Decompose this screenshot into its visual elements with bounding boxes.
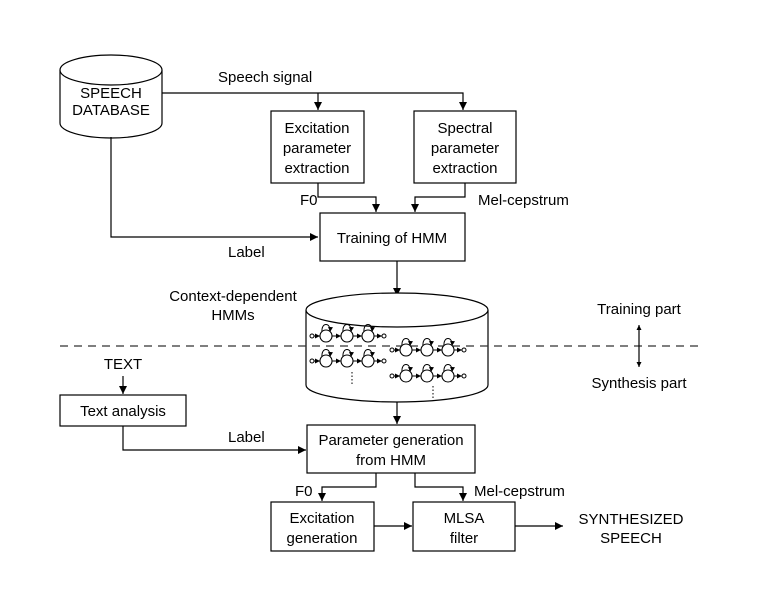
excitation-extraction-box: Excitation parameter extraction — [270, 110, 365, 184]
label-connector-top: Label — [110, 137, 318, 261]
excitation-generation-box: Excitation generation — [270, 501, 375, 552]
hmm-state — [361, 354, 375, 368]
speech-signal-label: Speech signal — [218, 69, 312, 86]
hmm-database-cylinder — [305, 292, 489, 403]
label-bottom: Label — [228, 429, 265, 446]
context-hmms-line1: Context-dependent — [169, 288, 297, 305]
hmm-chain — [309, 349, 387, 368]
mlsa-filter-box: MLSA filter — [412, 501, 516, 552]
hmm-self-loop — [401, 364, 413, 373]
hmm-state — [319, 354, 333, 368]
f0-label-top: F0 — [300, 192, 318, 209]
hmm-state-chains — [309, 324, 467, 383]
mlsa-filter-line1: MLSA — [444, 510, 485, 527]
hmm-self-loop — [422, 338, 434, 347]
text-analysis-label: Text analysis — [80, 403, 166, 420]
hmm-state — [340, 329, 354, 343]
training-part-label: Training part — [597, 301, 681, 318]
hmm-self-loop — [342, 349, 354, 358]
hmm-self-loop — [443, 338, 455, 347]
hmm-state — [399, 343, 413, 357]
excitation-extraction-line1: Excitation — [284, 120, 349, 137]
speech-database: SPEECH DATABASE — [59, 54, 163, 139]
spectral-extraction-line1: Spectral — [437, 120, 492, 137]
hmm-state — [319, 329, 333, 343]
part-indicator: Training part Synthesis part — [591, 301, 687, 392]
hmm-self-loop — [443, 364, 455, 373]
hmm-state — [420, 343, 434, 357]
hmm-self-loop — [401, 338, 413, 347]
speech-signal-connector: Speech signal — [162, 69, 467, 110]
spectral-extraction-box: Spectral parameter extraction — [413, 110, 517, 184]
mlsa-filter-line2: filter — [450, 530, 478, 547]
excitation-extraction-line2: parameter — [283, 140, 351, 157]
hmm-chain — [389, 364, 467, 383]
mel-cepstrum-label-top: Mel-cepstrum — [478, 192, 569, 209]
synthesized-speech-line1: SYNTHESIZED — [578, 511, 683, 528]
parameter-generation-box: Parameter generation from HMM — [306, 424, 476, 474]
synthesis-part-label: Synthesis part — [591, 375, 687, 392]
hmm-state — [441, 369, 455, 383]
excitation-generation-line2: generation — [287, 530, 358, 547]
extraction-to-training-connectors: F0 Mel-cepstrum — [300, 183, 569, 212]
parameter-generation-line1: Parameter generation — [318, 432, 463, 449]
spectral-extraction-line2: parameter — [431, 140, 499, 157]
hmm-exit-node — [461, 347, 467, 353]
context-hmms-line2: HMMs — [211, 307, 254, 324]
hmm-state — [420, 369, 434, 383]
synthesized-speech-line2: SPEECH — [600, 530, 662, 547]
hmm-self-loop — [363, 349, 375, 358]
mel-cepstrum-label-bottom: Mel-cepstrum — [474, 483, 565, 500]
hmm-self-loop — [321, 324, 333, 333]
hmm-continuation-dots — [351, 372, 434, 400]
training-hmm-box: Training of HMM — [319, 212, 466, 262]
hmm-state — [399, 369, 413, 383]
hmm-self-loop — [321, 349, 333, 358]
excitation-extraction-line3: extraction — [284, 160, 349, 177]
spectral-extraction-line3: extraction — [432, 160, 497, 177]
hmm-chain — [389, 338, 467, 357]
hmm-state — [441, 343, 455, 357]
label-top: Label — [228, 244, 265, 261]
hmm-exit-node — [461, 373, 467, 379]
text-analysis-box: Text analysis — [59, 394, 187, 427]
hmm-self-loop — [342, 324, 354, 333]
hmm-self-loop — [422, 364, 434, 373]
f0-label-bottom: F0 — [295, 483, 313, 500]
hmm-chain — [309, 324, 387, 343]
hmm-self-loop — [363, 324, 375, 333]
text-input-label: TEXT — [104, 356, 142, 373]
hmm-exit-node — [381, 358, 387, 364]
excitation-generation-line1: Excitation — [289, 510, 354, 527]
label-connector-bottom: Label — [122, 426, 306, 454]
generation-output-connectors: F0 Mel-cepstrum — [295, 473, 565, 501]
training-hmm-label: Training of HMM — [337, 230, 447, 247]
database-label-line2: DATABASE — [72, 102, 150, 119]
parameter-generation-line2: from HMM — [356, 452, 426, 469]
hmm-state — [340, 354, 354, 368]
hmm-state — [361, 329, 375, 343]
database-label-line1: SPEECH — [80, 85, 142, 102]
hmm-exit-node — [381, 333, 387, 339]
